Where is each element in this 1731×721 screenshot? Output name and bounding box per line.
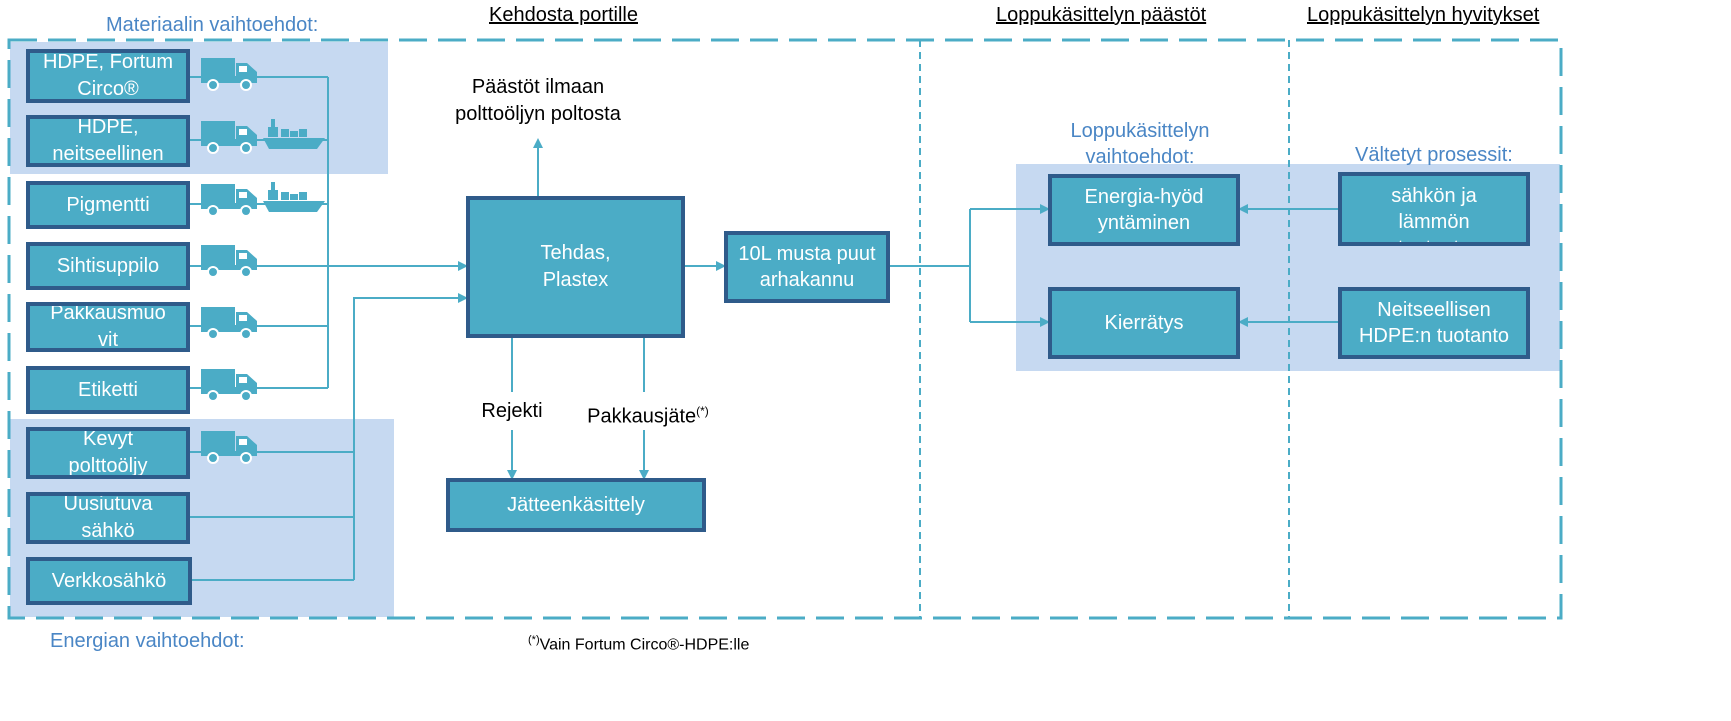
truck-icon <box>200 244 258 278</box>
truck-icon <box>200 57 258 91</box>
input-renewable-electricity: Uusiutuva sähkö <box>26 492 190 544</box>
footnote-text: Vain Fortum Circo®-HDPE:lle <box>539 636 750 654</box>
input-label-sticker: Etiketti <box>26 366 190 414</box>
footnote-mark: (*) <box>528 634 540 646</box>
input-label: HDPE, neitseellinen <box>52 116 164 165</box>
truck-icon <box>200 368 258 402</box>
group-eol-options-label: Loppukäsittelyn vaihtoehdot: <box>1070 120 1210 168</box>
input-label: Kevyt polttoöljy <box>68 428 148 477</box>
input-hdpe-virgin: HDPE, neitseellinen <box>26 115 190 167</box>
recycling-box: Kierrätys <box>1048 287 1240 359</box>
group-avoided-label: Vältetyt prosessit: <box>1355 144 1513 166</box>
input-label: HDPE, Fortum Circo® <box>42 51 174 100</box>
truck-icon <box>200 183 258 217</box>
reject-label: Rejekti <box>481 400 543 422</box>
ship-icon <box>263 119 325 149</box>
input-label: Etiketti <box>77 378 139 401</box>
energy-recovery-box: Energia-hyödyntäminen <box>1048 174 1240 246</box>
product-label: 10L musta puutarhakannu <box>738 243 876 291</box>
avoided-heat-power-box: Keskimääräinen sähkön ja lämmön tuotanto <box>1338 172 1530 246</box>
truck-icon <box>200 120 258 154</box>
input-grid-electricity: Verkkosähkö <box>26 557 192 605</box>
footnote-mark: (*) <box>696 404 709 418</box>
input-hdpe-fortum: HDPE, Fortum Circo® <box>26 49 190 103</box>
input-label: Pigmentti <box>66 193 150 216</box>
factory-box: Tehdas, Plastex <box>466 196 685 338</box>
avoided-hdpe-label: Neitseellisen HDPE:n tuotanto <box>1358 299 1510 347</box>
header-cradle-to-gate: Kehdosta portille <box>489 4 638 26</box>
energy-recovery-label: Energia-hyödyntäminen <box>1084 186 1204 234</box>
group-energy-label: Energian vaihtoehdot: <box>50 630 245 652</box>
input-label: Sihtisuppilo <box>56 254 160 277</box>
waste-treatment-box: Jätteenkäsittely <box>446 478 706 532</box>
input-label: Verkkosähkö <box>51 569 167 592</box>
factory-label: Tehdas, Plastex <box>540 242 611 291</box>
emissions-label: Päästöt ilmaan polttoöljyn poltosta <box>455 76 621 125</box>
truck-icon <box>200 306 258 340</box>
header-eol-credits: Loppukäsittelyn hyvitykset <box>1307 4 1540 26</box>
ship-icon <box>263 182 325 212</box>
group-materials-label: Materiaalin vaihtoehdot: <box>106 14 319 36</box>
avoided-heat-power-label: Keskimääräinen sähkön ja lämmön tuotanto <box>1362 176 1505 242</box>
footnote: (*)Vain Fortum Circo®-HDPE:lle <box>528 634 749 654</box>
input-packaging: Pakkausmuovit <box>26 302 190 352</box>
input-funnel: Sihtisuppilo <box>26 242 190 290</box>
header-eol-emissions: Loppukäsittelyn päästöt <box>996 4 1207 26</box>
packaging-waste-text: Pakkausjäte <box>587 405 697 428</box>
input-label: Uusiutuva sähkö <box>63 493 153 542</box>
packaging-waste-label: Pakkausjäte(*) <box>578 398 718 431</box>
truck-icon <box>200 430 258 464</box>
avoided-hdpe-box: Neitseellisen HDPE:n tuotanto <box>1338 287 1530 359</box>
input-pigment: Pigmentti <box>26 181 190 229</box>
input-fuel-oil: Kevyt polttoöljy <box>26 427 190 479</box>
recycling-label: Kierrätys <box>1104 311 1184 334</box>
input-label: Pakkausmuovit <box>50 302 166 351</box>
waste-treatment-label: Jätteenkäsittely <box>507 493 645 516</box>
product-box: 10L musta puutarhakannu <box>724 231 890 303</box>
